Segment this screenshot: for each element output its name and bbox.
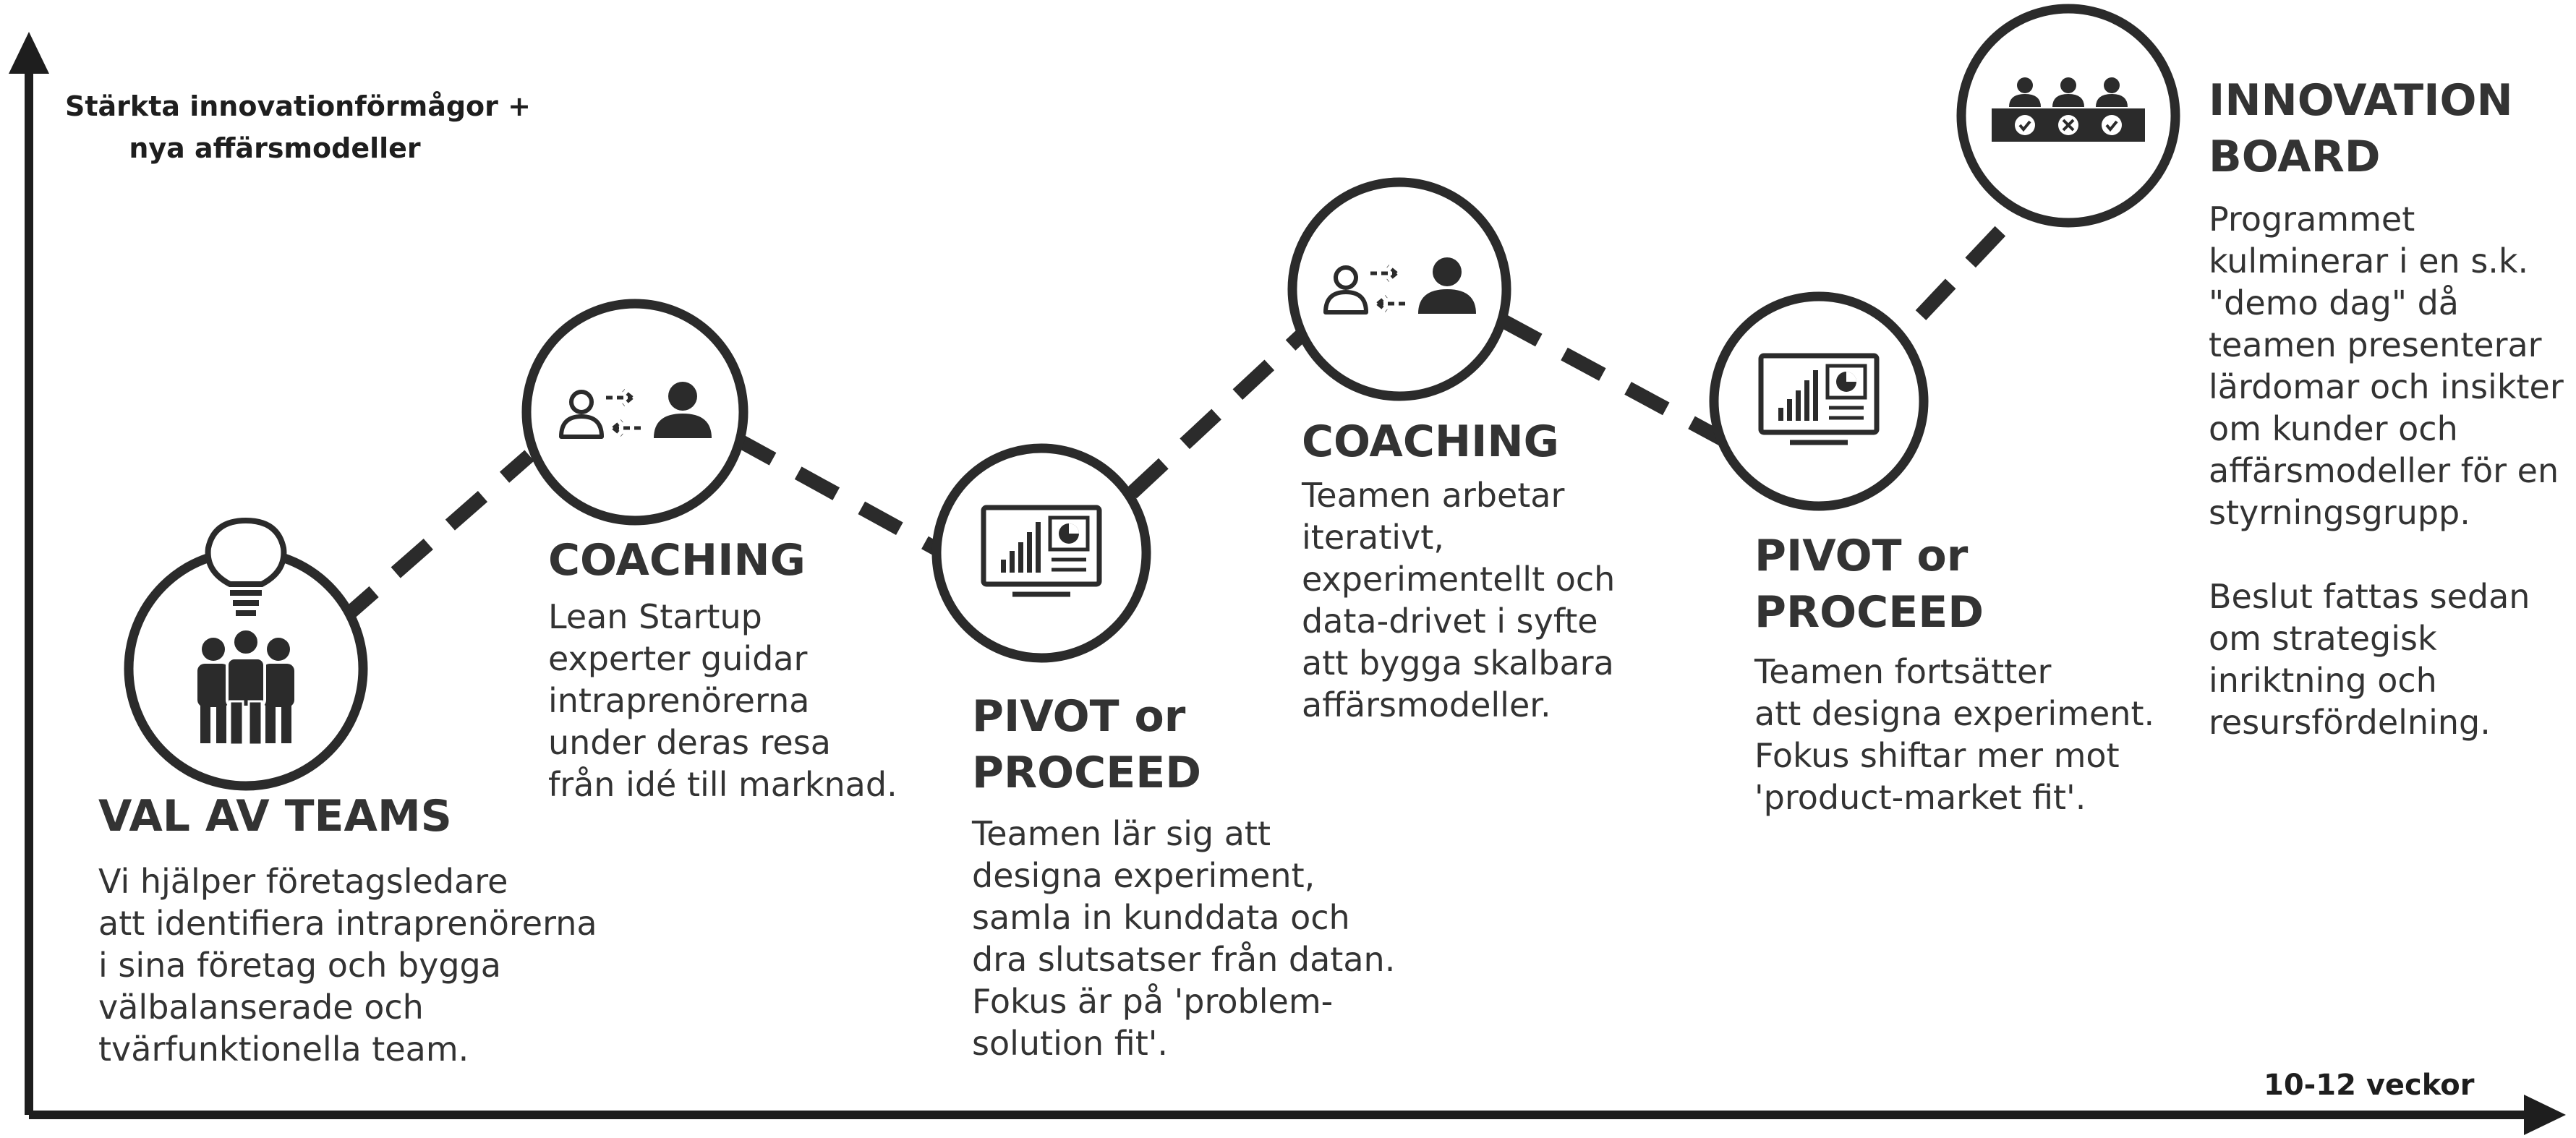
step-body-line: om kunder och	[2209, 409, 2458, 448]
step-body-line: i sina företag och bygga	[98, 946, 501, 985]
step-body-line: från idé till marknad.	[548, 765, 897, 804]
step-body-spacer	[2209, 534, 2564, 576]
team-lightbulb-icon	[124, 517, 368, 791]
step-body-line: Programmet	[2209, 200, 2415, 239]
step-body-line: designa experiment,	[972, 856, 1315, 895]
step-body-line: solution fit'.	[972, 1024, 1169, 1063]
step-body-line: "demo dag" då	[2209, 283, 2459, 322]
dashboard-chart-icon	[1709, 291, 1929, 511]
step-body-line: under deras resa	[548, 723, 831, 762]
step-body-line: kulminerar i en s.k.	[2209, 241, 2529, 281]
step-body-line: Fokus shiftar mer mot	[1754, 736, 2120, 775]
step-title: INNOVATION	[2209, 75, 2513, 126]
y-axis-label: Stärkta innovationförmågor + nya affärsm…	[65, 85, 531, 169]
step-title: VAL AV TEAMS	[98, 791, 452, 842]
step-body-line: Teamen arbetar	[1302, 476, 1565, 515]
step-3-text: PIVOT or PROCEED Teamen lär sig att desi…	[972, 688, 1395, 1064]
coaching-exchange-icon	[521, 299, 749, 526]
step-body-line: affärsmodeller för en	[2209, 451, 2559, 490]
step-body-line: iterativt,	[1302, 518, 1444, 557]
x-axis	[29, 1095, 2566, 1135]
step-2-text: COACHING Lean Startup experter guidar in…	[548, 532, 897, 805]
step-5-text: PIVOT or PROCEED Teamen fortsätter att d…	[1754, 528, 2154, 818]
step-title: BOARD	[2209, 132, 2381, 182]
step-body-line: teamen presenterar	[2209, 325, 2542, 364]
step-body-line: styrningsgrupp.	[2209, 493, 2470, 532]
step-title: PROCEED	[972, 748, 1201, 798]
step-4-text: COACHING Teamen arbetar iterativt, exper…	[1302, 414, 1615, 726]
step-body-line: resursfördelning.	[2209, 703, 2491, 742]
step-title: PIVOT or	[972, 691, 1186, 742]
progress-path	[336, 219, 2013, 626]
step-body-line: Lean Startup	[548, 597, 762, 636]
step-body-line: Fokus är på 'problem-	[972, 982, 1334, 1021]
step-6-text: INNOVATION BOARD Programmet kulminerar i…	[2209, 72, 2564, 743]
dashboard-chart-icon	[931, 443, 1151, 663]
step-body-line: 'product-market fit'.	[1754, 778, 2086, 817]
step-body-line: inriktning och	[2209, 661, 2437, 700]
step-title: PIVOT or	[1754, 531, 1969, 581]
step-body-line: data-drivet i syfte	[1302, 602, 1598, 641]
step-body-line: lärdomar och insikter	[2209, 367, 2564, 406]
step-body-line: Teamen fortsätter	[1754, 652, 2052, 691]
step-body-line: att designa experiment.	[1754, 694, 2155, 733]
x-axis-label: 10-12 veckor	[2264, 1069, 2475, 1102]
y-axis-label-line: Stärkta innovationförmågor +	[65, 90, 531, 122]
step-body-line: att bygga skalbara	[1302, 643, 1614, 683]
step-1-text: VAL AV TEAMS Vi hjälper företagsledare a…	[98, 788, 597, 1070]
step-body-line: affärsmodeller.	[1302, 685, 1551, 724]
step-title: COACHING	[548, 535, 806, 586]
step-body-line: intraprenörerna	[548, 681, 810, 720]
step-body-line: att identifiera intraprenörerna	[98, 904, 597, 943]
y-axis-label-line: nya affärsmodeller	[129, 132, 421, 164]
step-body-line: experter guidar	[548, 639, 808, 678]
step-body-line: dra slutsatser från datan.	[972, 940, 1396, 979]
step-title: COACHING	[1302, 416, 1559, 467]
step-body-line: experimentellt och	[1302, 560, 1616, 599]
y-axis	[9, 32, 49, 1115]
step-body-line: Beslut fattas sedan	[2209, 577, 2530, 616]
step-body-line: Vi hjälper företagsledare	[98, 862, 508, 901]
step-body-line: välbalanserade och	[98, 988, 424, 1027]
step-body-line: om strategisk	[2209, 619, 2437, 658]
step-body-line: samla in kunddata och	[972, 898, 1350, 937]
coaching-exchange-icon	[1287, 177, 1511, 401]
step-title: PROCEED	[1754, 587, 1984, 638]
step-body-line: tvärfunktionella team.	[98, 1030, 469, 1069]
board-panel-icon	[1956, 4, 2180, 228]
step-body-line: Teamen lär sig att	[972, 814, 1271, 853]
